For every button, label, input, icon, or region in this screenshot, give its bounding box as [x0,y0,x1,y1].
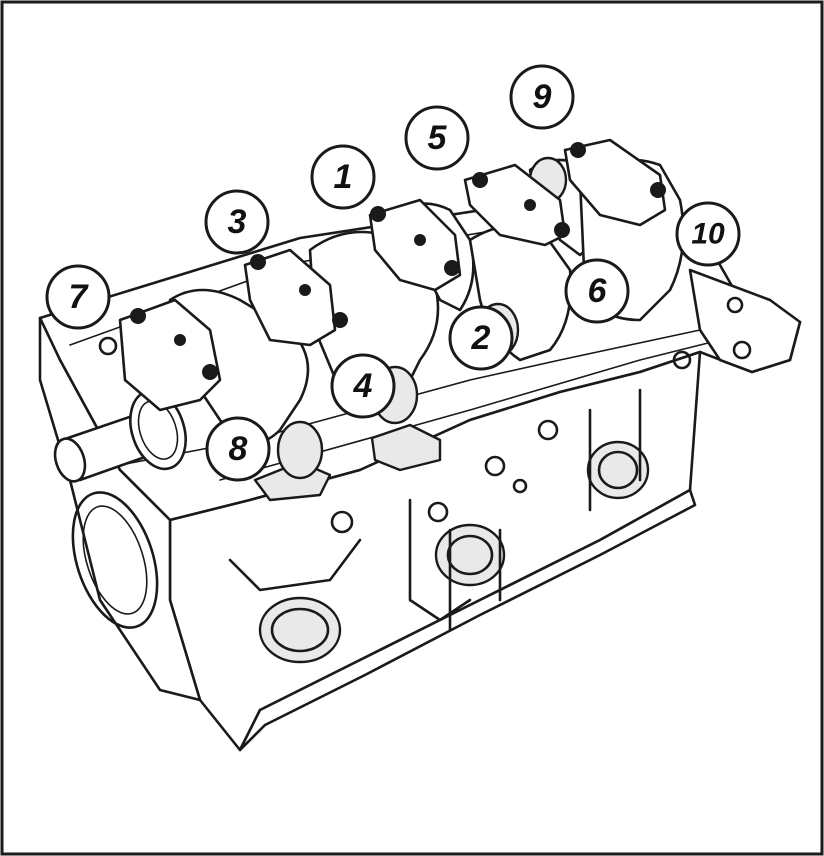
callout-5: 5 [404,105,470,171]
callout-1: 1 [310,144,376,210]
callout-6-label: 6 [588,272,608,310]
callout-9-label: 9 [533,78,552,116]
callout-8-label: 8 [229,430,248,468]
callout-7-label: 7 [69,278,90,316]
callout-2: 2 [448,305,514,371]
callout-1-label: 1 [334,158,353,196]
callout-6: 6 [564,258,630,324]
callout-4: 4 [330,353,396,419]
callout-5-label: 5 [428,119,448,157]
callout-9: 9 [509,64,575,130]
callout-7: 7 [45,264,111,330]
callout-10-label: 10 [691,218,725,251]
callout-3-label: 3 [228,203,247,241]
callout-3: 3 [204,189,270,255]
callout-2-label: 2 [471,319,491,357]
callout-10: 10 [675,201,741,267]
callout-4-label: 4 [353,367,373,405]
callout-8: 8 [205,416,271,482]
